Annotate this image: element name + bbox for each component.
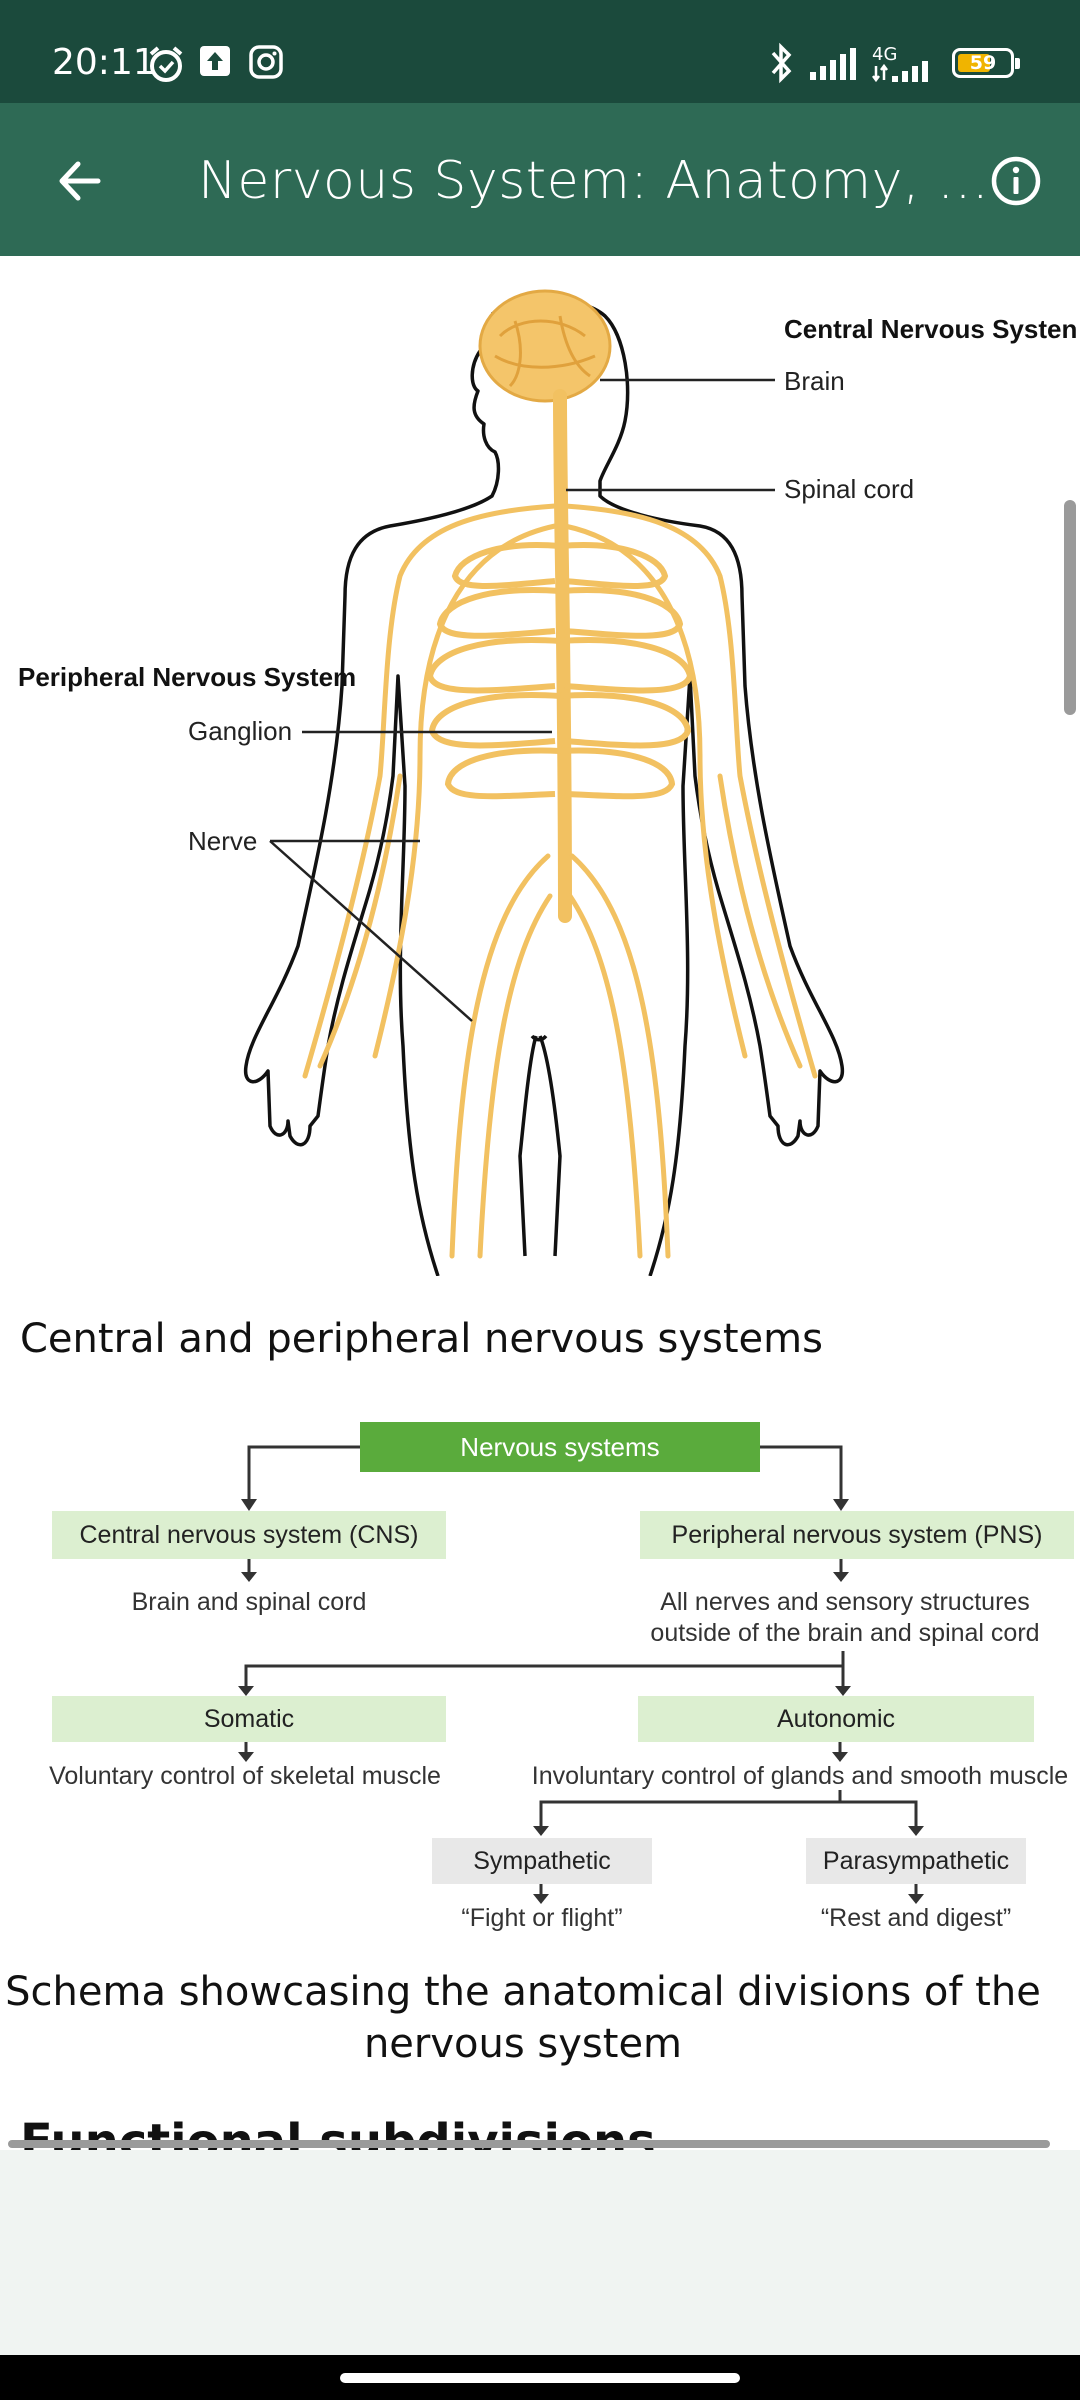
status-bar: 20:11 4G 59 <box>0 0 1080 103</box>
cns-description: Brain and spinal cord <box>131 1588 367 1616</box>
anatomy-figure: Central Nervous Systen Brain Spinal cord… <box>0 256 1080 1276</box>
somatic-box: Somatic <box>52 1696 446 1742</box>
cns-heading-label: Central Nervous Systen <box>784 314 1078 344</box>
pns-description-line-2: outside of the brain and spinal cord <box>650 1619 1040 1647</box>
horizontal-scrollbar[interactable] <box>8 2140 1050 2148</box>
nerve-label: Nerve <box>188 826 258 856</box>
info-icon[interactable] <box>988 153 1044 209</box>
sympathetic-box: Sympathetic <box>432 1838 652 1884</box>
body-illustration <box>243 289 845 1276</box>
page-title: Nervous System: Anatomy, … <box>198 151 990 211</box>
autonomic-description: Involuntary control of glands and smooth… <box>531 1762 1069 1790</box>
flowchart-connectors <box>238 1445 924 1904</box>
brain-label: Brain <box>784 366 845 396</box>
spinal-cord-label: Spinal cord <box>784 474 915 504</box>
divisions-flowchart: Nervous systems Central nervous system (… <box>0 1406 1080 2150</box>
ganglion-label: Ganglion <box>188 716 293 746</box>
instagram-icon <box>249 45 283 79</box>
pns-heading-label: Peripheral Nervous System <box>18 662 357 692</box>
cns-box: Central nervous system (CNS) <box>52 1511 446 1559</box>
figure-caption-1: Central and peripheral nervous systems <box>20 1316 823 1362</box>
sympathetic-description: “Fight or flight” <box>461 1904 623 1932</box>
status-time: 20:11 <box>52 42 156 83</box>
pns-box: Peripheral nervous system (PNS) <box>640 1511 1074 1559</box>
vertical-scrollbar[interactable] <box>1064 500 1076 715</box>
network-type: 4G <box>872 44 898 65</box>
parasympathetic-description: “Rest and digest” <box>820 1904 1012 1932</box>
signal-icon <box>810 48 856 80</box>
battery-icon: 59 <box>952 48 1020 78</box>
app-bar: Nervous System: Anatomy, … <box>0 103 1080 256</box>
figure-caption-2: Schema showcasing the anatomical divisio… <box>0 1966 1046 2070</box>
parasympathetic-box: Parasympathetic <box>806 1838 1026 1884</box>
autonomic-box: Autonomic <box>638 1696 1034 1742</box>
battery-level: 59 <box>969 52 997 74</box>
bluetooth-icon <box>771 42 792 84</box>
home-indicator[interactable] <box>340 2373 740 2383</box>
bottom-panel <box>0 2150 1080 2355</box>
figure-caption-2-line-1: Schema showcasing the anatomical divisio… <box>5 1969 1041 2015</box>
nervous-systems-box: Nervous systems <box>360 1422 760 1472</box>
alarm-icon <box>149 46 183 82</box>
arrow-left-icon[interactable] <box>52 153 108 209</box>
upload-icon <box>200 46 230 76</box>
somatic-description: Voluntary control of skeletal muscle <box>49 1762 441 1790</box>
article-content[interactable]: Central Nervous Systen Brain Spinal cord… <box>0 256 1080 2150</box>
pns-description-line-1: All nerves and sensory structures <box>660 1588 1030 1616</box>
figure-caption-2-line-2: nervous system <box>363 2021 683 2067</box>
signal-icon-2 <box>872 61 928 83</box>
